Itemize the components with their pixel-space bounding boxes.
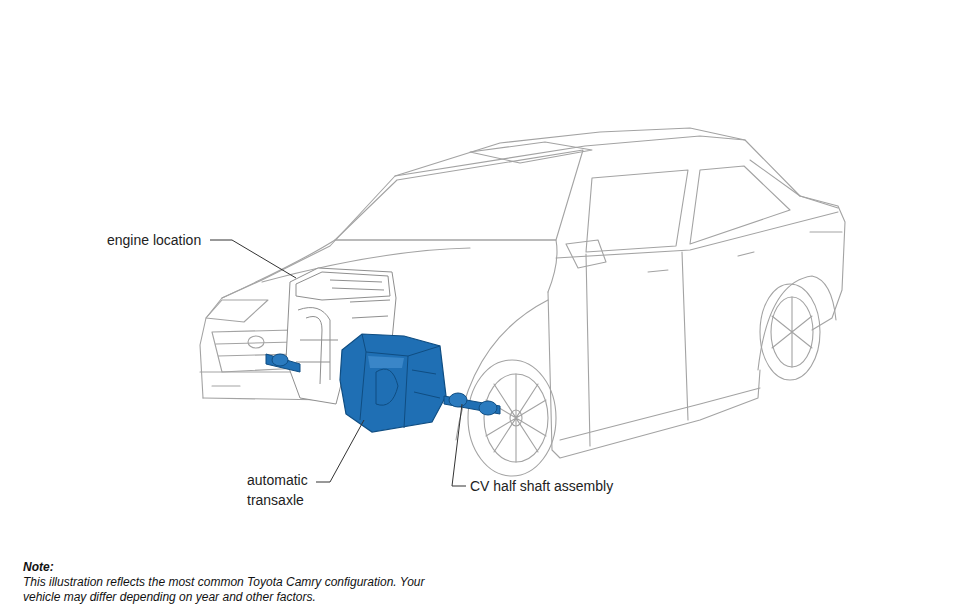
part-label: automatic transaxle: [247, 470, 319, 510]
sunroof: [470, 142, 592, 163]
leader-line: [452, 404, 466, 486]
front-rim: [484, 374, 548, 462]
note-text: This illustration reflects the most comm…: [23, 575, 438, 605]
rear-tire: [760, 284, 820, 380]
door-seam: [682, 252, 688, 420]
trunk: [800, 196, 842, 232]
door-handle: [648, 252, 754, 272]
rear-wheel-arch: [758, 276, 836, 370]
exhaust-manifold: [298, 308, 338, 384]
leader-line: [316, 420, 364, 482]
left-cv-boot: [272, 354, 288, 366]
part-label: engine location: [107, 230, 217, 250]
toyota-logo: [248, 336, 264, 348]
left-cv-shaft: [266, 354, 300, 372]
side-body: [548, 292, 760, 458]
transaxle-housing: [340, 334, 446, 432]
right-cv-boot-inner: [449, 393, 467, 407]
front-spokes: [486, 374, 546, 462]
transaxle: [340, 334, 446, 432]
car-body: [200, 128, 845, 476]
rear-rim: [771, 297, 813, 367]
front-wheel-arch: [456, 300, 548, 440]
transaxle-highlight: [368, 356, 404, 368]
front-tire: [468, 360, 556, 476]
engine-cover-ribs: [330, 280, 384, 290]
side-belt-line: [556, 212, 838, 258]
part-label: CV half shaft assembly: [470, 476, 650, 496]
cv-shafts: [266, 354, 500, 415]
mirror: [566, 240, 606, 268]
leader-lines: [210, 240, 466, 486]
transaxle-detail: [360, 334, 440, 428]
headlight: [206, 300, 268, 322]
note-heading: Note:: [23, 560, 83, 575]
rear-window: [750, 160, 800, 196]
rear-spokes: [772, 297, 812, 367]
front-hub: [510, 410, 522, 426]
right-cv-boot-outer: [479, 401, 497, 415]
roof-edge: [395, 136, 745, 176]
door-seam: [586, 254, 590, 446]
leader-line: [210, 240, 296, 278]
windshield: [335, 150, 583, 240]
front-door-window: [586, 170, 688, 252]
rocker: [560, 388, 760, 440]
engine-head: [296, 272, 390, 300]
